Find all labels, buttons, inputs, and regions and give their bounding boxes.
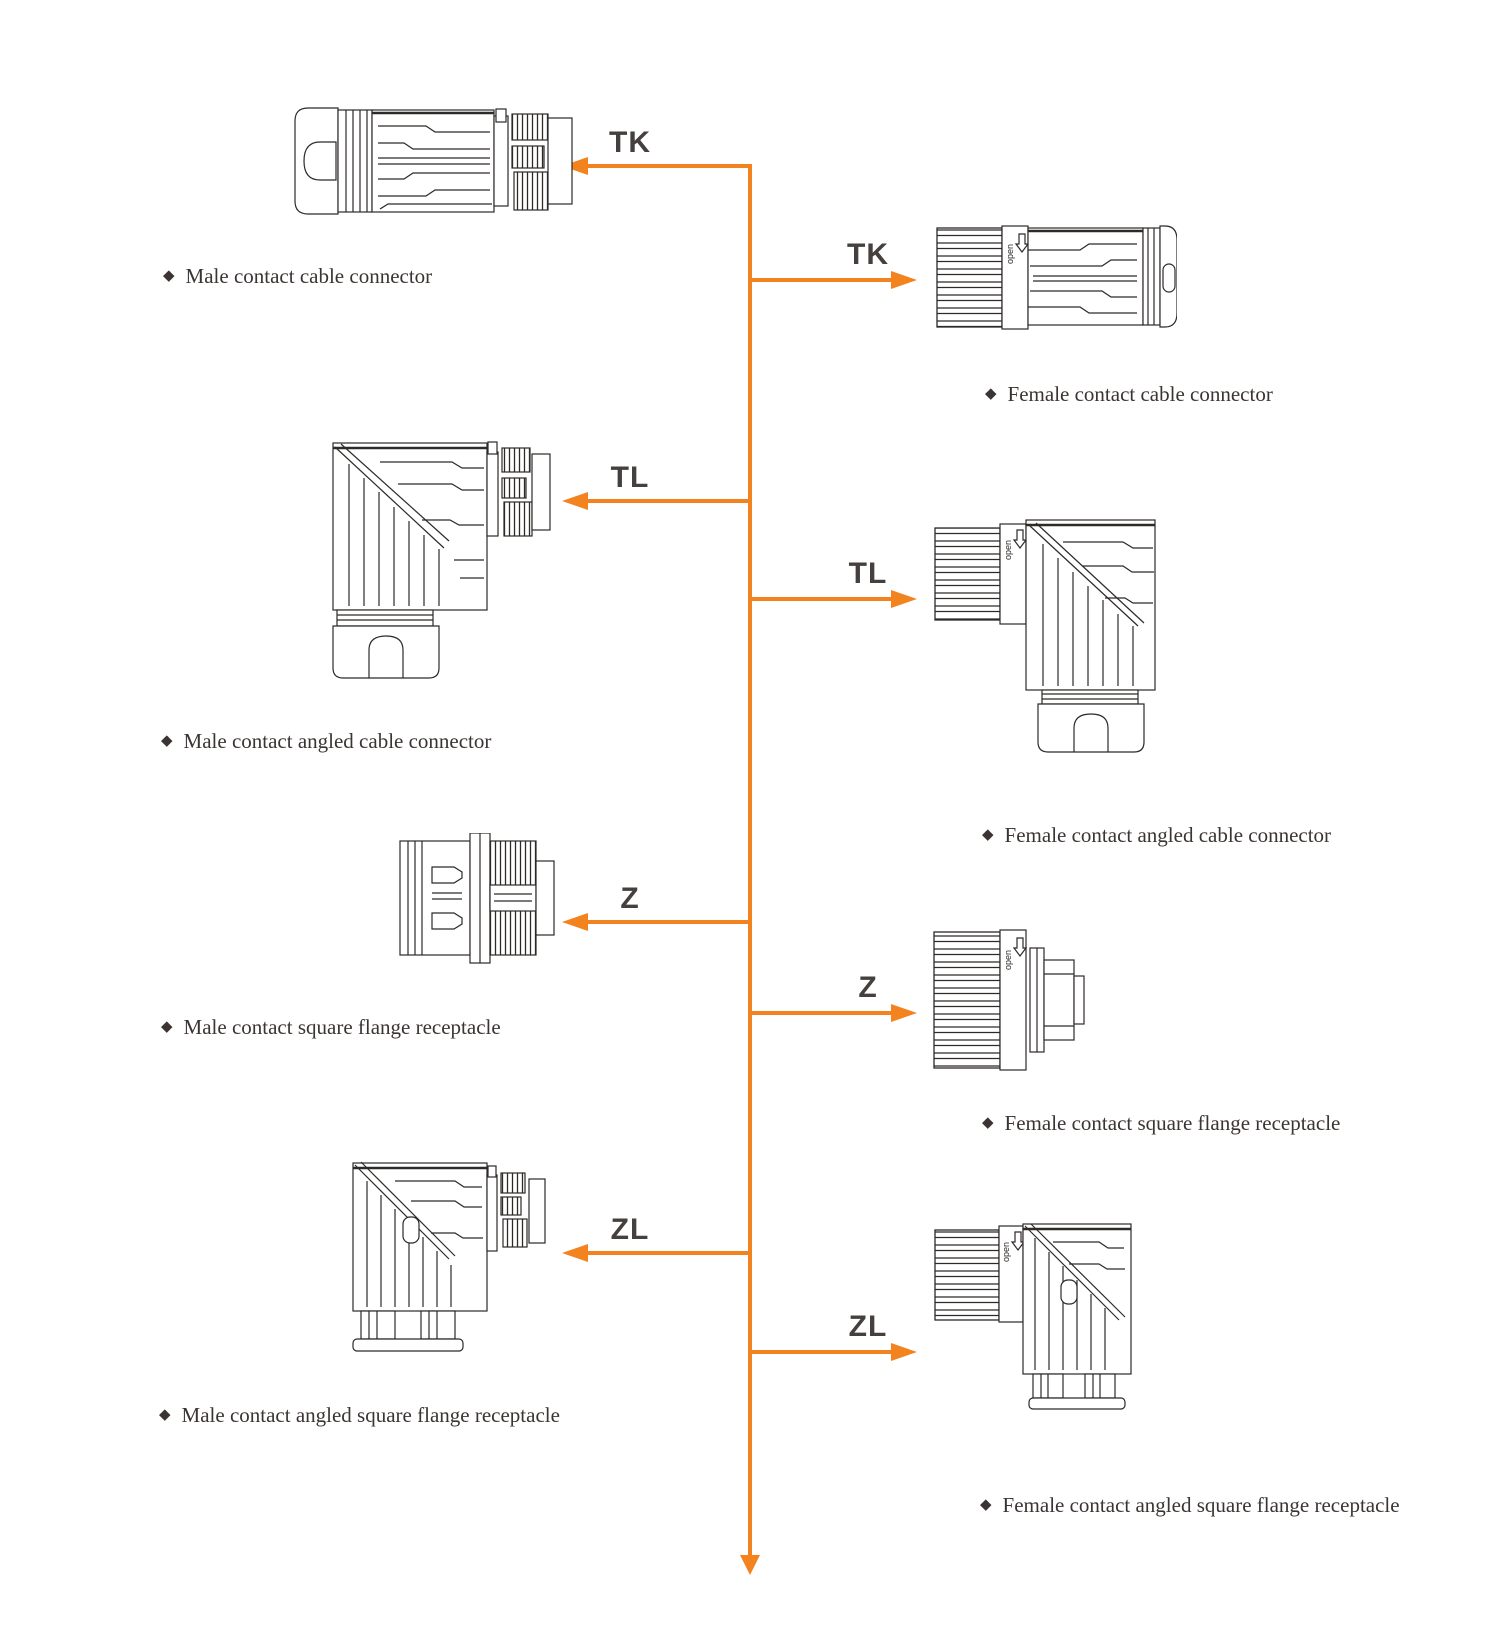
arrow-left-icon bbox=[562, 1244, 588, 1262]
arrow-right-icon bbox=[891, 1343, 917, 1361]
code-label-tl-right: TL bbox=[848, 557, 888, 590]
label-male-angled-cable-connector: ◆ Male contact angled cable connector bbox=[161, 728, 491, 754]
arrow-right-icon bbox=[891, 1004, 917, 1022]
arrow-left-icon bbox=[562, 913, 588, 931]
arrow-down-icon bbox=[740, 1555, 760, 1575]
male-angled-cable-connector-drawing bbox=[322, 428, 562, 686]
diamond-bullet-icon: ◆ bbox=[982, 1112, 994, 1131]
male-cable-connector-drawing bbox=[290, 106, 574, 216]
label-text: Female contact angled cable connector bbox=[1004, 823, 1332, 847]
female-cable-connector-drawing: open bbox=[935, 220, 1177, 335]
code-label-tl-left: TL bbox=[610, 461, 650, 494]
open-marker-text: open bbox=[1003, 540, 1013, 560]
code-label-tk-right: TK bbox=[847, 238, 889, 271]
diamond-bullet-icon: ◆ bbox=[980, 1494, 992, 1513]
branch-line-tk-left bbox=[586, 164, 750, 168]
label-text: Female contact cable connector bbox=[1007, 382, 1273, 406]
branch-line-z-right bbox=[750, 1011, 892, 1015]
main-flow-line bbox=[748, 164, 752, 1557]
label-male-square-flange-receptacle: ◆ Male contact square flange receptacle bbox=[161, 1014, 501, 1040]
male-square-flange-receptacle-drawing bbox=[398, 833, 560, 970]
diamond-bullet-icon: ◆ bbox=[163, 265, 175, 284]
label-text: Male contact square flange receptacle bbox=[183, 1015, 501, 1039]
code-label-zl-left: ZL bbox=[610, 1213, 650, 1246]
label-text: Male contact angled cable connector bbox=[183, 729, 492, 753]
branch-line-tk-right bbox=[750, 278, 892, 282]
male-angled-square-flange-receptacle-drawing bbox=[345, 1153, 560, 1358]
label-male-angled-square-flange-receptacle: ◆ Male contact angled square flange rece… bbox=[159, 1402, 560, 1428]
diamond-bullet-icon: ◆ bbox=[982, 824, 994, 843]
label-female-angled-cable-connector: ◆ Female contact angled cable connector bbox=[982, 822, 1331, 848]
female-angled-square-flange-receptacle-drawing: open bbox=[933, 1222, 1135, 1414]
arrow-left-icon bbox=[562, 492, 588, 510]
code-label-tk-left: TK bbox=[609, 126, 651, 159]
open-marker-text: open bbox=[1001, 1242, 1011, 1262]
label-text: Female contact square flange receptacle bbox=[1004, 1111, 1341, 1135]
diamond-bullet-icon: ◆ bbox=[985, 383, 997, 402]
arrow-right-icon bbox=[891, 590, 917, 608]
label-text: Male contact cable connector bbox=[185, 264, 433, 288]
branch-line-tl-right bbox=[750, 597, 892, 601]
diamond-bullet-icon: ◆ bbox=[159, 1404, 171, 1423]
open-marker-text: open bbox=[1005, 244, 1015, 264]
code-label-zl-right: ZL bbox=[848, 1310, 888, 1343]
label-text: Female contact angled square flange rece… bbox=[1002, 1493, 1400, 1517]
branch-line-z-left bbox=[586, 920, 750, 924]
diamond-bullet-icon: ◆ bbox=[161, 730, 173, 749]
open-marker-text: open bbox=[1003, 950, 1013, 970]
label-female-cable-connector: ◆ Female contact cable connector bbox=[985, 381, 1273, 407]
branch-line-tl-left bbox=[586, 499, 750, 503]
female-angled-cable-connector-drawing: open bbox=[933, 518, 1157, 758]
label-female-square-flange-receptacle: ◆ Female contact square flange receptacl… bbox=[982, 1110, 1340, 1136]
branch-line-zl-right bbox=[750, 1350, 892, 1354]
code-label-z-left: Z bbox=[620, 882, 640, 915]
label-male-cable-connector: ◆ Male contact cable connector bbox=[163, 263, 432, 289]
label-text: Male contact angled square flange recept… bbox=[181, 1403, 560, 1427]
branch-line-zl-left bbox=[586, 1251, 750, 1255]
code-label-z-right: Z bbox=[858, 971, 878, 1004]
label-female-angled-square-flange-receptacle: ◆ Female contact angled square flange re… bbox=[980, 1492, 1400, 1518]
female-square-flange-receptacle-drawing: open bbox=[932, 926, 1088, 1074]
arrow-right-icon bbox=[891, 271, 917, 289]
diamond-bullet-icon: ◆ bbox=[161, 1016, 173, 1035]
